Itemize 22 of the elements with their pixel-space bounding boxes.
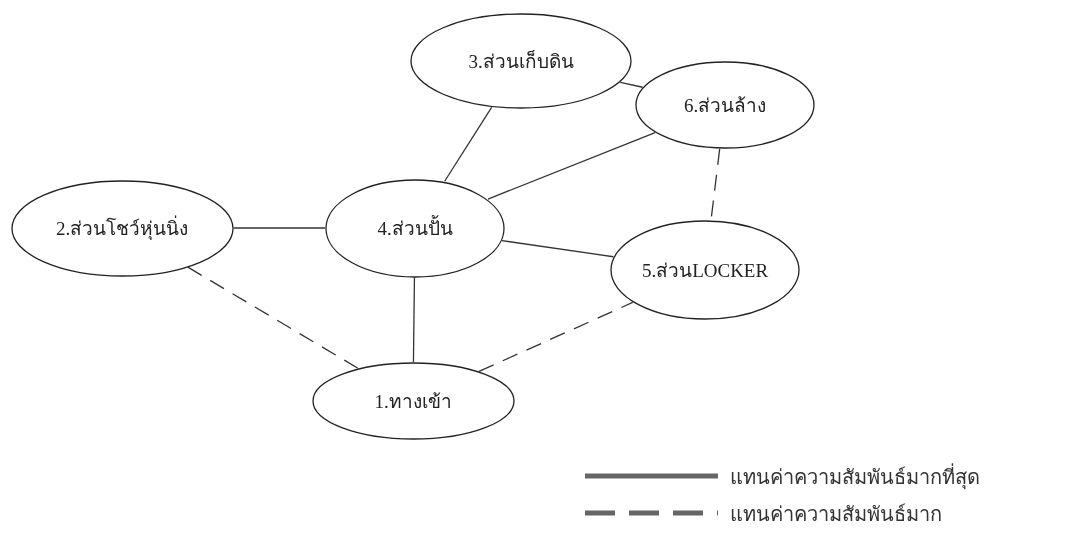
connector-line — [619, 81, 644, 88]
node-label: 2.ส่วนโชว์หุ่นนิ่ง — [55, 213, 189, 243]
ellipse-node — [311, 362, 515, 440]
legend-label: แทนค่าความสัมพันธ์มาก — [730, 501, 942, 528]
dashed-connector — [478, 301, 634, 373]
node-label: 5.ส่วนLOCKER — [641, 259, 769, 283]
connector-line — [487, 132, 656, 200]
node-label: 1.ทางเข้า — [374, 390, 452, 414]
ellipse-node — [610, 220, 800, 320]
connector-line — [501, 239, 615, 258]
connector-line — [412, 276, 416, 363]
connector-line — [444, 106, 493, 182]
ellipse-node — [10, 179, 234, 277]
node-label: 3.ส่วนเก็บดิน — [468, 49, 574, 74]
ellipse-node — [325, 178, 505, 278]
dashed-connector — [187, 266, 359, 369]
ellipse-node — [410, 13, 632, 109]
node-label: 4.ส่วนปั้น — [377, 213, 453, 243]
legend-label: แทนค่าความสัมพันธ์มากที่สุด — [730, 462, 980, 492]
node-label: 6.ส่วนล้าง — [683, 94, 767, 118]
ellipse-node — [635, 61, 815, 149]
connector-line — [232, 227, 326, 229]
